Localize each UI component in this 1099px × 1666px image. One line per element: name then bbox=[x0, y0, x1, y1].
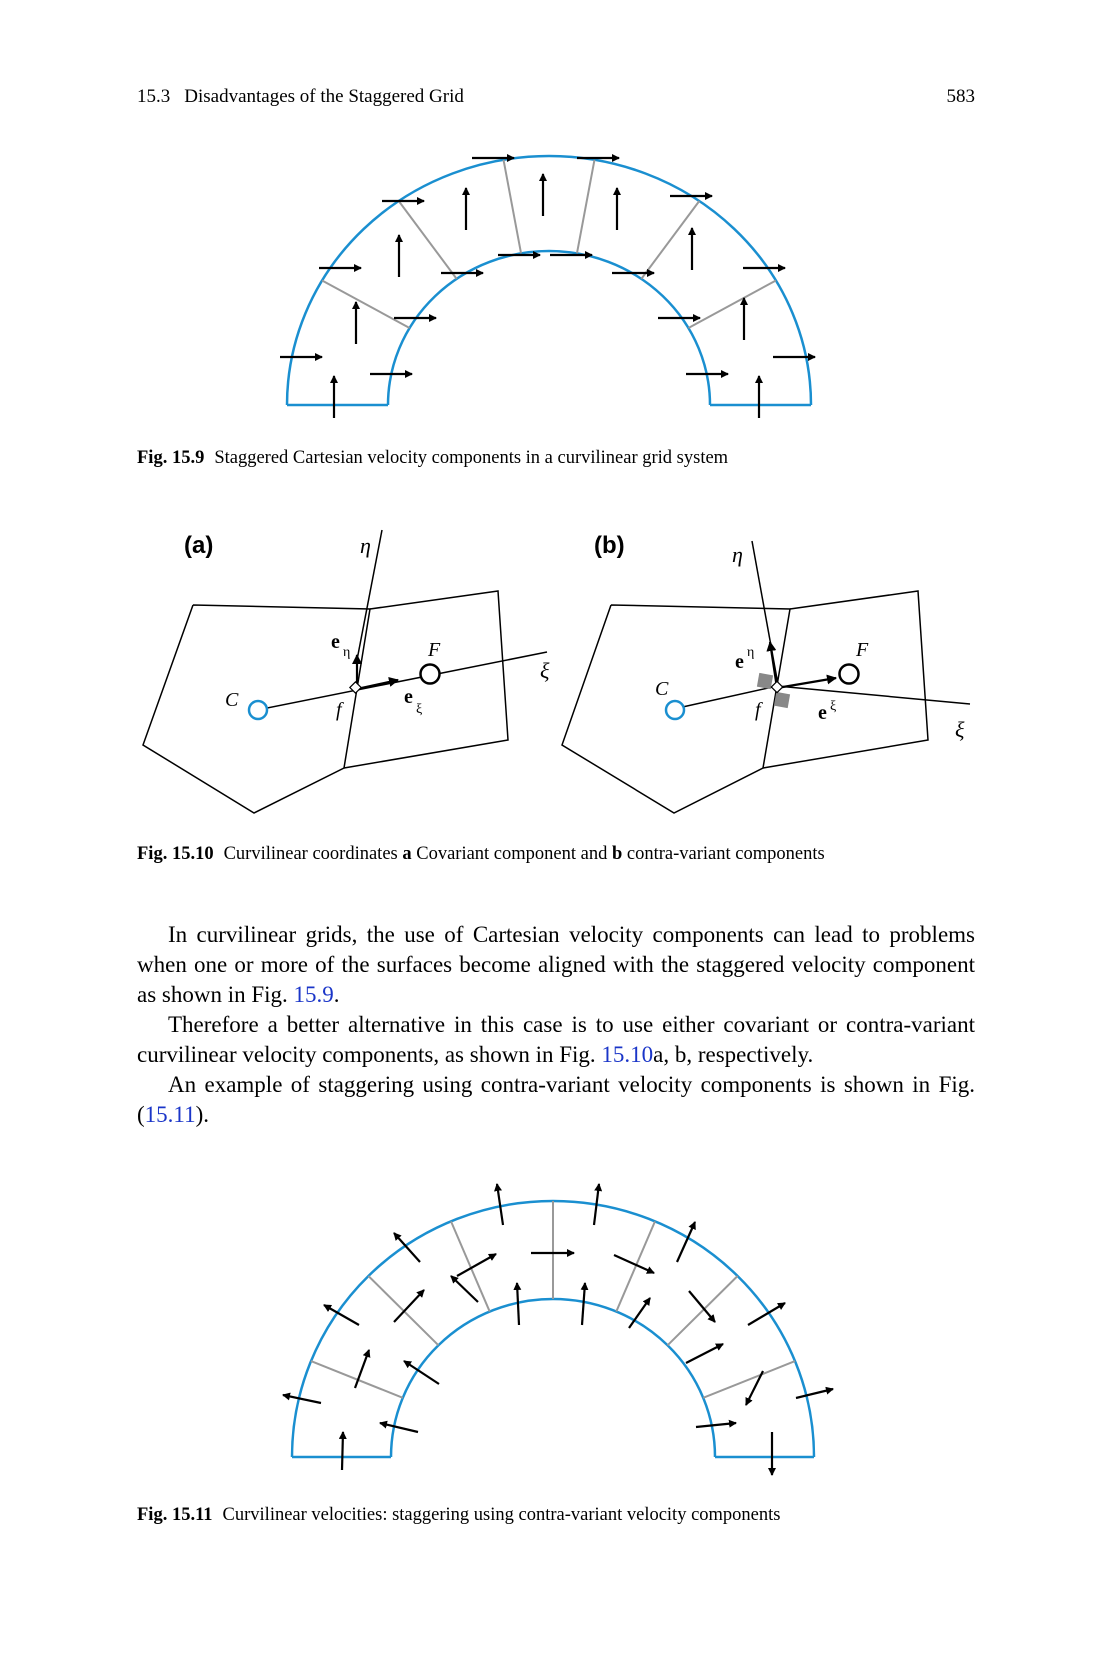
caption-text: contra-variant components bbox=[626, 844, 825, 864]
figure-15-9-caption: Fig. 15.9 Staggered Cartesian velocity co… bbox=[137, 448, 728, 469]
figure-label: Fig. 15.9 bbox=[137, 448, 205, 468]
eta-label-a: η bbox=[360, 533, 371, 558]
grid-line bbox=[321, 279, 411, 329]
label-f-a: f bbox=[336, 699, 344, 721]
contravariant-velocity-arrow bbox=[282, 1392, 322, 1405]
contravariant-velocity-arrow bbox=[323, 1304, 360, 1326]
contravariant-velocity-arrow bbox=[456, 1253, 497, 1277]
caption-text: Covariant component and bbox=[416, 844, 608, 864]
label-F-b: F bbox=[855, 639, 869, 661]
contravariant-velocity-arrow bbox=[450, 1275, 479, 1303]
contravariant-velocity-arrow bbox=[580, 1282, 589, 1326]
e-eta-sub-a: η bbox=[343, 645, 350, 660]
grid-line bbox=[575, 159, 596, 254]
contravariant-velocity-arrow bbox=[688, 1290, 716, 1323]
caption-text: Curvilinear coordinates bbox=[223, 844, 398, 864]
contravariant-velocity-arrow bbox=[613, 1253, 655, 1275]
caption-b-marker: b bbox=[611, 844, 623, 864]
figure-label: Fig. 15.10 bbox=[137, 844, 214, 864]
e-xi-sub-a: ξ bbox=[416, 702, 422, 717]
grid-line bbox=[615, 1220, 656, 1312]
e-xi-b: e bbox=[818, 702, 827, 724]
e-eta-sup-b: η bbox=[747, 645, 754, 660]
section-heading: 15.3 Disadvantages of the Staggered Grid bbox=[137, 86, 464, 108]
contravariant-velocity-arrow bbox=[393, 1232, 421, 1263]
figure-15-9 bbox=[280, 154, 816, 418]
figure-15-10-caption: Fig. 15.10 Curvilinear coordinates a Cova… bbox=[137, 844, 825, 865]
paragraph: In curvilinear grids, the use of Cartesi… bbox=[137, 922, 975, 1007]
figure-15-10: (a) η ξ C F f e η e ξ (b) η ξ C F f e η … bbox=[142, 529, 971, 814]
contravariant-velocity-arrow bbox=[747, 1302, 786, 1326]
grid-line bbox=[397, 200, 458, 280]
figure-link-15-9[interactable]: 15.9 bbox=[293, 982, 334, 1007]
panel-b-tag: (b) bbox=[594, 532, 625, 559]
contravariant-velocity-arrow bbox=[494, 1183, 505, 1226]
cell-center-C bbox=[247, 699, 269, 721]
panel-a bbox=[142, 529, 548, 814]
inner-arc bbox=[386, 249, 712, 406]
contravariant-velocity-arrow bbox=[745, 1370, 764, 1406]
figure-label: Fig. 15.11 bbox=[137, 1505, 213, 1525]
label-C-b: C bbox=[655, 678, 669, 700]
section-number: 15.3 bbox=[137, 86, 171, 107]
inner-arc bbox=[389, 1297, 717, 1458]
label-C-a: C bbox=[225, 689, 239, 711]
contravariant-velocity-arrow bbox=[695, 1419, 737, 1429]
contravariant-velocity-arrow bbox=[592, 1183, 603, 1226]
contravariant-velocity-arrow bbox=[628, 1297, 651, 1329]
grid-line bbox=[450, 1220, 491, 1312]
e-xi-a: e bbox=[404, 686, 413, 708]
paragraph: Therefore a better alternative in this c… bbox=[137, 1012, 975, 1067]
body-text: In curvilinear grids, the use of Cartesi… bbox=[137, 920, 975, 1130]
figure-15-11-caption: Fig. 15.11 Curvilinear velocities: stagge… bbox=[137, 1505, 780, 1526]
paragraph: An example of staggering using contra-va… bbox=[137, 1072, 975, 1127]
grid-line bbox=[666, 1275, 739, 1346]
caption-text: Curvilinear velocities: staggering using… bbox=[222, 1505, 781, 1525]
contravariant-velocity-arrow bbox=[795, 1386, 834, 1400]
cell-center-F bbox=[419, 663, 441, 685]
grid-line bbox=[687, 279, 777, 329]
cell-center-F bbox=[838, 663, 860, 685]
panel-a-tag: (a) bbox=[184, 532, 213, 559]
contravariant-velocity-arrow bbox=[513, 1282, 522, 1326]
contravariant-velocity-arrow bbox=[353, 1349, 371, 1389]
figure-link-15-11[interactable]: 15.11 bbox=[144, 1102, 196, 1127]
outer-arc bbox=[285, 154, 813, 406]
cell-center-C bbox=[664, 699, 686, 721]
caption-text: Staggered Cartesian velocity components … bbox=[214, 448, 729, 468]
grid-line bbox=[310, 1360, 404, 1399]
e-xi-sup-b: ξ bbox=[830, 699, 836, 714]
staggered-face-marker bbox=[773, 691, 791, 709]
xi-label-b: ξ bbox=[955, 717, 965, 742]
grid-line bbox=[502, 159, 523, 254]
grid-line bbox=[640, 200, 701, 280]
contravariant-velocity-arrow bbox=[675, 1221, 697, 1263]
label-F-a: F bbox=[427, 639, 441, 661]
figure-15-11 bbox=[282, 1183, 834, 1476]
label-f-b: f bbox=[755, 699, 763, 721]
contravariant-velocity-arrow bbox=[393, 1289, 425, 1323]
eta-label-b: η bbox=[732, 542, 743, 567]
contravariant-velocity-arrow bbox=[685, 1343, 724, 1364]
section-title: Disadvantages of the Staggered Grid bbox=[184, 86, 464, 107]
contravariant-velocity-arrow bbox=[338, 1431, 347, 1471]
e-eta-b: e bbox=[735, 651, 744, 673]
staggered-face-marker bbox=[756, 672, 774, 690]
panel-b bbox=[561, 540, 971, 814]
contravariant-velocity-arrow bbox=[379, 1420, 419, 1434]
grid-line bbox=[702, 1360, 796, 1399]
figure-link-15-10[interactable]: 15.10 bbox=[601, 1042, 654, 1067]
e-eta-a: e bbox=[331, 631, 340, 653]
caption-a-marker: a bbox=[402, 844, 412, 864]
xi-label-a: ξ bbox=[540, 658, 550, 683]
contravariant-velocity-arrow bbox=[403, 1360, 440, 1385]
page-number: 583 bbox=[946, 86, 976, 107]
